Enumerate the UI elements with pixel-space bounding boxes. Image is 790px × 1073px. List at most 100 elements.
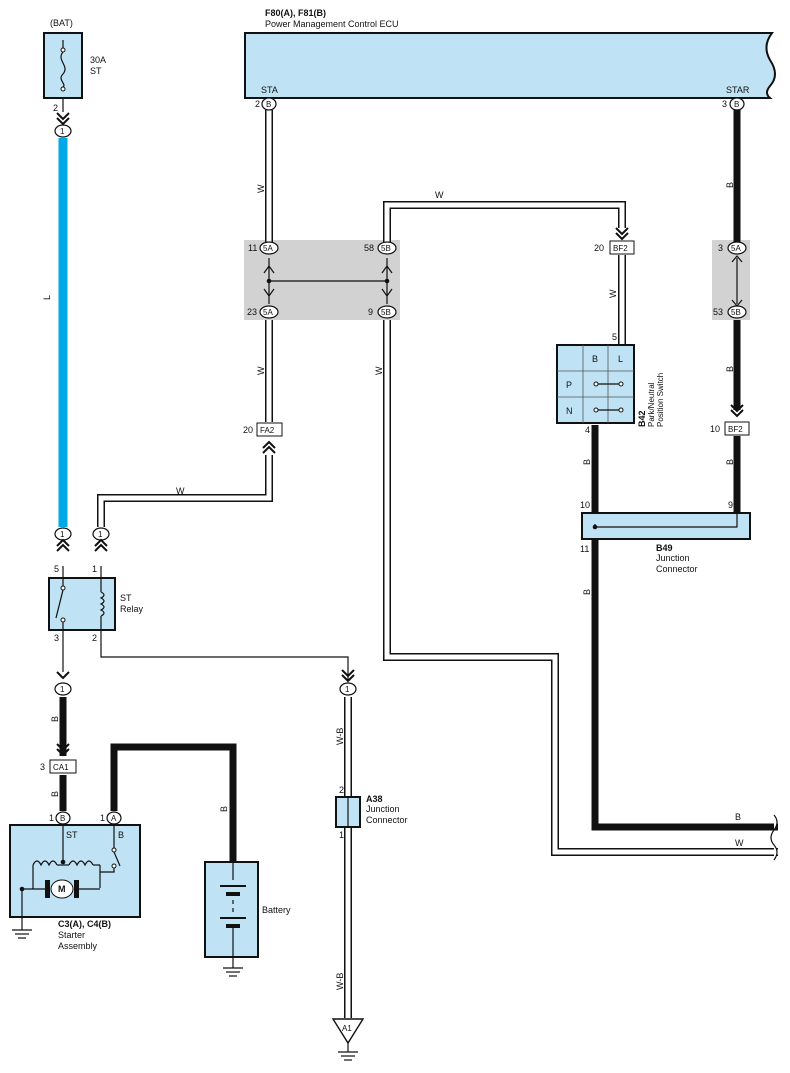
ecu-title: F80(A), F81(B) [265,8,326,18]
svg-text:11: 11 [580,544,589,554]
wire-label-wb-1: W-B [335,728,345,745]
wire-label-w-6: W [374,366,384,375]
ecu-star-label: STAR [726,85,750,95]
svg-text:B: B [266,100,271,109]
svg-text:10: 10 [580,500,590,510]
b49-junction-connector: 10 9 11 B49 Junction Connector [580,500,751,574]
park-neutral-switch: B L P N 5 4 B42 Park/Neutral Position Sw… [556,332,665,435]
battery-icon [220,862,246,968]
svg-text:Junction: Junction [366,804,400,814]
svg-text:9: 9 [368,307,373,317]
svg-text:5B: 5B [381,244,391,253]
break-mark-icon [770,814,778,861]
svg-text:C3(A), C4(B): C3(A), C4(B) [58,919,111,929]
svg-text:1: 1 [98,530,103,539]
wire-label-b-2: B [725,366,735,372]
svg-text:A: A [111,814,117,823]
svg-text:1: 1 [339,830,344,840]
svg-text:2: 2 [255,99,260,109]
svg-text:B: B [118,830,124,840]
a1-ground: A1 [331,1018,365,1061]
fuse: (BAT) 30A ST 2 [43,18,106,113]
svg-text:B: B [592,354,598,364]
svg-text:3: 3 [722,99,727,109]
svg-text:P: P [566,380,572,390]
svg-text:Connector: Connector [366,815,408,825]
svg-text:3: 3 [718,243,723,253]
svg-text:Relay: Relay [120,604,144,614]
svg-text:1: 1 [345,685,350,694]
svg-text:1: 1 [60,127,65,136]
svg-text:1: 1 [49,813,54,823]
svg-text:10: 10 [710,424,720,434]
svg-text:3: 3 [54,633,59,643]
wire-label-wb-2: W-B [335,973,345,990]
wire-label-b-6: B [735,812,741,822]
svg-text:ST: ST [120,593,132,603]
svg-text:B42: B42 [637,410,647,427]
connector-tags: BF2 20 BF2 10 FA2 20 CA1 3 [40,240,750,774]
wire-label-b-1: B [725,182,735,188]
connector-arrow-icon [56,112,744,757]
svg-text:5A: 5A [731,244,741,253]
wire-label-b-4: B [582,459,592,465]
svg-text:2: 2 [92,633,97,643]
wire-label-w-2: W [256,366,266,375]
svg-text:58: 58 [364,243,374,253]
svg-text:1: 1 [100,813,105,823]
svg-text:9: 9 [728,500,733,510]
a38-junction-connector: 2 1 A38 Junction Connector [335,785,408,840]
svg-text:20: 20 [243,425,253,435]
svg-text:N: N [566,406,573,416]
st-relay: 5 1 3 2 ST Relay [48,564,144,672]
svg-text:B: B [734,100,739,109]
ground-icon [338,1043,358,1061]
relay-switch-icon [55,566,66,672]
svg-text:Assembly: Assembly [58,941,98,951]
motor-icon: M [19,872,100,930]
wire-label-w-7: W [735,838,744,848]
wire-relay-to-wb [100,630,349,680]
wire-label-b-3: B [725,459,735,465]
svg-text:5B: 5B [381,308,391,317]
battery: Battery [204,861,291,977]
svg-text:1: 1 [60,685,65,694]
svg-text:11: 11 [248,243,257,253]
wire-label-w-3: W [176,486,185,496]
double-wires [97,110,778,1018]
wire-label-w-4: W [435,190,444,200]
wire-label-l: L [42,295,52,300]
ecu-sta-label: STA [261,85,278,95]
fuse-source: (BAT) [50,18,73,28]
ecu-block: F80(A), F81(B) Power Management Control … [244,8,776,99]
svg-text:2: 2 [53,103,58,113]
relay-coil-icon [99,566,105,630]
svg-text:Position Switch: Position Switch [656,373,665,427]
svg-text:20: 20 [594,243,604,253]
svg-text:ST: ST [90,66,102,76]
svg-text:L: L [618,354,623,364]
svg-text:A1: A1 [342,1024,352,1033]
svg-text:53: 53 [713,307,723,317]
svg-text:4: 4 [585,425,590,435]
ground-icon [223,967,243,977]
wire-label-b-8: B [50,791,60,797]
connector-pins: B 2 B 3 5A 11 5B 58 5A 23 5B 9 5A 3 5B 5… [49,97,747,825]
svg-text:A38: A38 [366,794,383,804]
ground-icon [12,929,32,939]
svg-text:Connector: Connector [656,564,698,574]
wire-label-b-5: B [582,589,592,595]
svg-text:1: 1 [92,564,97,574]
svg-text:3: 3 [40,762,45,772]
svg-text:B: B [60,814,65,823]
svg-text:23: 23 [247,307,257,317]
wire-label-w-5: W [608,289,618,298]
svg-text:M: M [58,884,66,894]
svg-text:BF2: BF2 [613,244,628,253]
svg-text:FA2: FA2 [260,426,275,435]
junction-block-right [712,240,750,320]
wire-label-b-7: B [50,716,60,722]
svg-text:5A: 5A [263,308,273,317]
svg-text:Junction: Junction [656,553,690,563]
